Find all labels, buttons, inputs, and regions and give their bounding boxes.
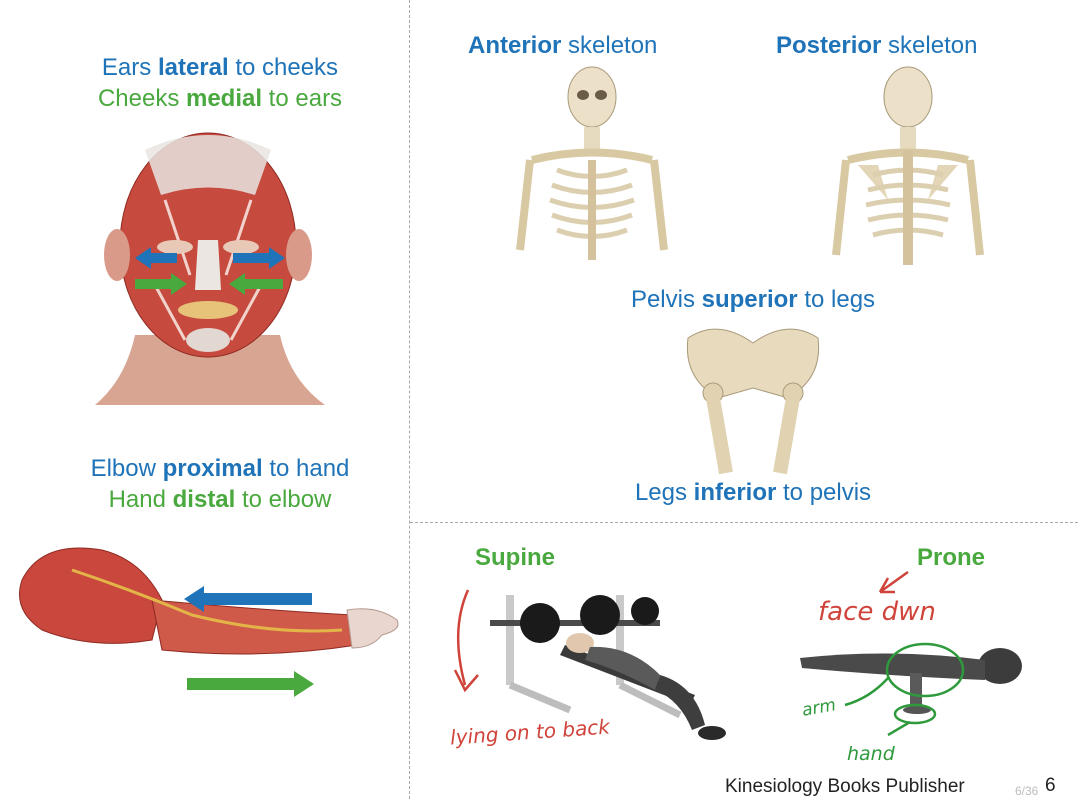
posterior-skeleton-illustration — [832, 66, 984, 265]
face-muscle-illustration — [95, 132, 325, 405]
publisher-label: Kinesiology Books Publisher — [725, 776, 965, 797]
prone-note: face dwn — [818, 597, 936, 627]
prone-title: Prone — [917, 544, 986, 571]
pelvis-illustration — [686, 328, 820, 475]
page-counter: 6/36 — [1015, 784, 1039, 798]
hand-note: hand — [847, 743, 895, 765]
anterior-skeleton-illustration — [516, 66, 668, 260]
vertical-divider — [409, 0, 410, 799]
legs-caption: Legs inferior to pelvis — [634, 479, 872, 506]
posterior-skeleton-title: Posterior skeleton — [776, 32, 978, 59]
ink-annotations — [453, 570, 965, 737]
anterior-skeleton-title: Anterior skeleton — [468, 32, 658, 59]
arm-caption-line2: Hand distal to elbow — [108, 486, 332, 513]
arm-caption-line1: Elbow proximal to hand — [90, 455, 350, 482]
supine-title: Supine — [475, 544, 556, 571]
arm-muscle-illustration — [19, 547, 399, 697]
pelvis-caption: Pelvis superior to legs — [630, 286, 876, 313]
face-caption-line1: Ears lateral to cheeks — [101, 54, 339, 81]
page-number: 6 — [1045, 775, 1056, 796]
face-caption-line2: Cheeks medial to ears — [97, 85, 343, 112]
push-up-illustration — [800, 648, 1022, 714]
lateral-arrows — [135, 247, 285, 269]
horizontal-divider — [410, 522, 1078, 523]
medial-arrows — [135, 273, 283, 295]
distal-arrow — [187, 671, 314, 697]
bench-press-illustration — [490, 595, 726, 740]
proximal-arrow — [184, 586, 312, 612]
face-caption: Ears lateral to cheeks Cheeks medial to … — [60, 52, 380, 114]
arm-caption: Elbow proximal to hand Hand distal to el… — [60, 453, 380, 515]
